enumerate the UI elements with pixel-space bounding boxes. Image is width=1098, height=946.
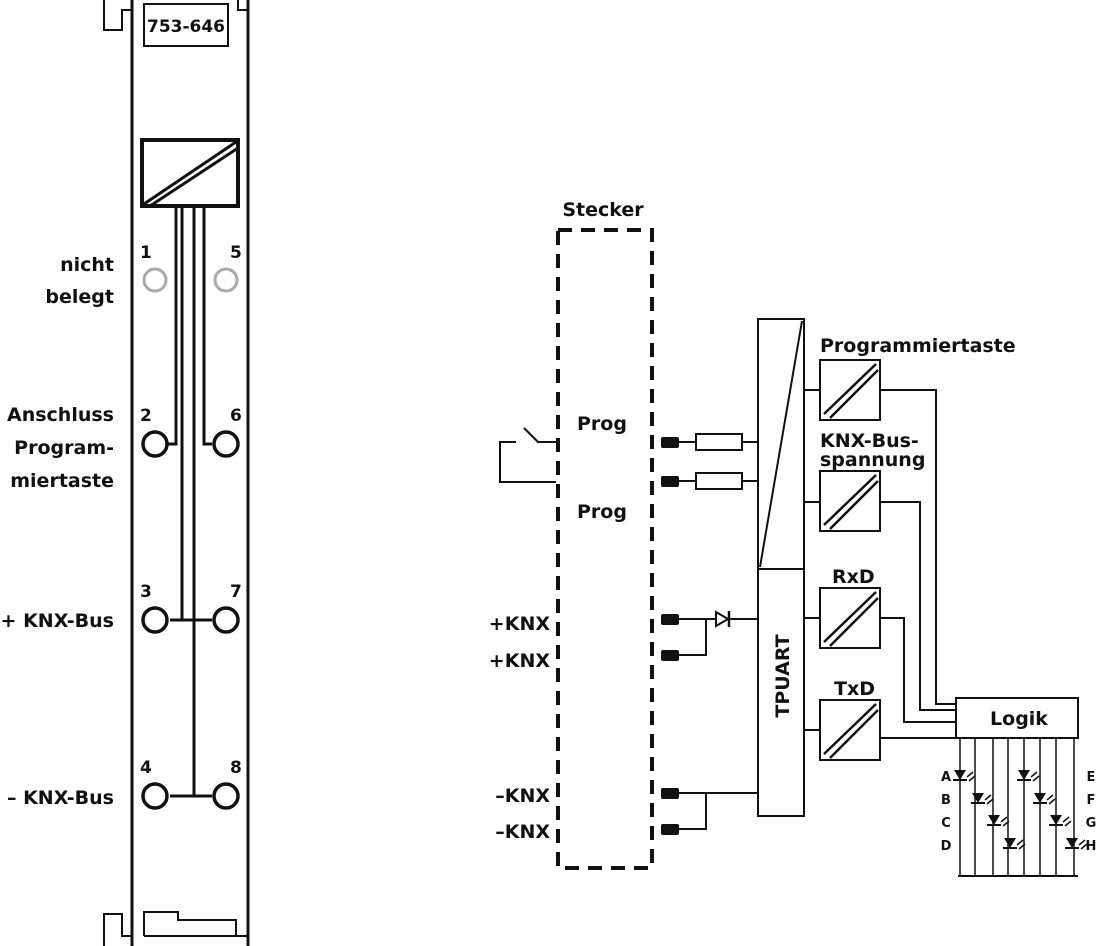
isolator-prog-button: Programmiertaste	[804, 335, 1016, 421]
terminal-number: 8	[230, 758, 242, 778]
led-letter: D	[941, 839, 952, 854]
connector: Stecker Prog Prog +KNX +KNX –KNX –KNX	[489, 199, 654, 870]
terminal-5	[213, 267, 239, 293]
terminal-1	[142, 267, 168, 293]
terminal-numbers: 1 2 3 4 5 6 7 8	[140, 243, 242, 778]
led-letter: H	[1086, 839, 1097, 854]
label-not-used: nicht	[60, 254, 114, 276]
led-letter: E	[1087, 770, 1096, 785]
isolator-txd: TxD	[804, 678, 881, 761]
tpuart-block: TPUART	[757, 318, 805, 817]
pin-blocks	[661, 437, 679, 835]
pin-label-knx-minus: –KNX	[495, 821, 550, 843]
led-letter: A	[941, 770, 951, 785]
terminal-3	[141, 606, 169, 634]
terminal-number: 7	[230, 582, 242, 602]
terminal-number: 4	[140, 758, 152, 778]
terminal-8	[212, 782, 240, 810]
terminal-4	[141, 782, 169, 810]
model-number-box: 753-646	[143, 3, 229, 47]
bus-voltage-label: KNX-Bus-	[820, 430, 919, 452]
pin-label-prog: Prog	[577, 413, 627, 435]
connector-title: Stecker	[562, 199, 644, 221]
knx-plus-wiring	[679, 610, 758, 656]
led-letter: C	[941, 816, 951, 831]
label-knx-minus: – KNX-Bus	[7, 787, 114, 809]
terminal-number: 3	[140, 582, 152, 602]
txd-label: TxD	[834, 678, 875, 700]
knx-minus-wiring	[679, 792, 758, 830]
terminal-number: 6	[230, 406, 242, 426]
logic-wiring	[880, 389, 956, 739]
terminal-7	[212, 606, 240, 634]
led-letter: F	[1087, 793, 1096, 808]
pin-label-knx-minus: –KNX	[495, 785, 550, 807]
module-wires	[167, 206, 212, 798]
prog-button-label: Programmiertaste	[820, 335, 1016, 357]
model-number: 753-646	[147, 17, 225, 37]
isolator-bus-voltage: KNX-Bus- spannung	[804, 430, 925, 532]
pin-label-prog: Prog	[577, 501, 627, 523]
logic-block: Logik	[955, 697, 1079, 739]
isolator-rxd: RxD	[804, 566, 881, 649]
terminal-number: 5	[230, 243, 242, 263]
label-not-used: belegt	[45, 286, 114, 308]
label-knx-plus: + KNX-Bus	[1, 610, 114, 632]
terminal-number: 2	[140, 406, 152, 426]
bus-voltage-label: spannung	[820, 449, 925, 471]
terminal-2	[141, 430, 169, 458]
label-prog-connection: Anschluss	[7, 404, 114, 426]
rxd-label: RxD	[832, 566, 875, 588]
pin-label-knx-plus: +KNX	[489, 650, 551, 672]
label-prog-connection: miertaste	[10, 470, 114, 492]
module-converter-block	[140, 138, 240, 208]
terminals	[141, 267, 240, 810]
module-panel	[103, 0, 250, 946]
prog-resistors	[679, 433, 758, 490]
module-labels: nicht belegt Anschluss Program- miertast…	[1, 254, 114, 809]
terminal-6	[212, 430, 240, 458]
tpuart-label: TPUART	[772, 634, 794, 717]
led-letter: B	[941, 793, 951, 808]
logic-label: Logik	[990, 708, 1048, 730]
external-switch	[499, 427, 556, 483]
terminal-number: 1	[140, 243, 152, 263]
led-letter: G	[1086, 816, 1097, 831]
pin-label-knx-plus: +KNX	[489, 613, 551, 635]
led-bank: A B C D E F G H	[941, 738, 1097, 877]
label-prog-connection: Program-	[14, 437, 114, 459]
